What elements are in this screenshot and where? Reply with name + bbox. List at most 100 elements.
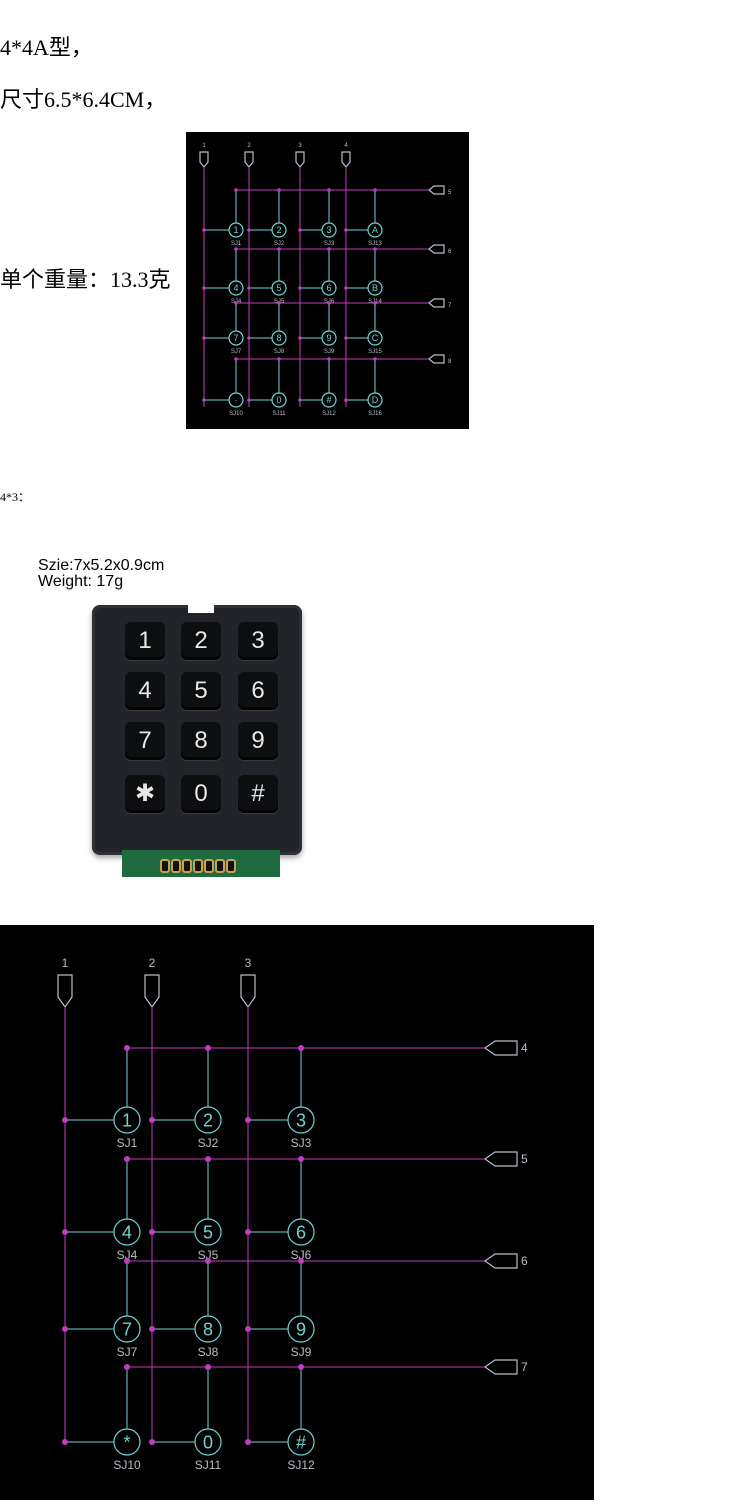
key-switch-SJ9: [287, 1315, 315, 1343]
key-glyph-5: 5: [276, 283, 281, 293]
junction-dot: [205, 1156, 211, 1162]
keypad-key: 6: [238, 672, 278, 710]
key-switch-SJ1: [113, 1106, 141, 1134]
junction-dot: [298, 1258, 304, 1264]
key-switch-SJ7: [113, 1315, 141, 1343]
junction-dot: [277, 357, 281, 361]
switch-label-SJ7: SJ7: [231, 349, 242, 355]
switch-label-SJ3: SJ3: [291, 1136, 312, 1150]
row-number-8: 8: [448, 359, 452, 365]
junction-dot: [327, 188, 331, 192]
row-number-7: 7: [448, 303, 452, 309]
junction-dot: [298, 286, 302, 290]
switch-label-SJ9: SJ9: [291, 1345, 312, 1359]
junction-dot: [234, 247, 238, 251]
keypad-notch: [188, 603, 214, 613]
key-glyph-5: 5: [203, 1222, 213, 1242]
junction-dot: [327, 357, 331, 361]
key-switch-SJ13: [367, 222, 383, 238]
junction-dot: [247, 398, 251, 402]
junction-dot: [298, 398, 302, 402]
junction-dot: [344, 228, 348, 232]
junction-dot: [62, 1117, 68, 1123]
keypad-key: 3: [238, 622, 278, 660]
key-glyph-D: D: [372, 395, 379, 405]
key-switch-SJ14: [367, 280, 383, 296]
connector-pin: [171, 859, 181, 873]
switch-label-SJ8: SJ8: [274, 349, 285, 355]
column-pin-4: [341, 151, 351, 168]
junction-dot: [277, 301, 281, 305]
key-switch-SJ10: [228, 392, 244, 408]
junction-dot: [234, 301, 238, 305]
switch-label-SJ9: SJ9: [324, 349, 335, 355]
column-pin-1: [57, 974, 73, 1009]
key-glyph-·: ·: [235, 395, 238, 405]
junction-dot: [298, 1156, 304, 1162]
column-number-1: 1: [202, 143, 206, 149]
key-glyph-6: 6: [326, 283, 331, 293]
row-number-6: 6: [448, 249, 452, 255]
junction-dot: [62, 1326, 68, 1332]
junction-dot: [205, 1364, 211, 1370]
size-label: Szie:7x5.2x0.9cm: [38, 557, 165, 574]
junction-dot: [247, 286, 251, 290]
key-glyph-B: B: [372, 283, 378, 293]
junction-dot: [373, 188, 377, 192]
junction-dot: [202, 286, 206, 290]
key-switch-SJ12: [287, 1428, 315, 1456]
column-number-2: 2: [247, 143, 251, 149]
connector-pin: [215, 859, 225, 873]
key-switch-SJ5: [194, 1218, 222, 1246]
weight-label: Weight: 17g: [38, 573, 124, 590]
key-switch-SJ2: [271, 222, 287, 238]
key-switch-SJ4: [113, 1218, 141, 1246]
key-glyph-3: 3: [296, 1110, 306, 1130]
column-number-2: 2: [149, 956, 156, 970]
key-glyph-2: 2: [276, 225, 281, 235]
key-switch-SJ6: [321, 280, 337, 296]
junction-dot: [245, 1439, 251, 1445]
junction-dot: [344, 398, 348, 402]
junction-dot: [327, 301, 331, 305]
switch-label-SJ10: SJ10: [113, 1458, 141, 1472]
junction-dot: [205, 1045, 211, 1051]
junction-dot: [344, 286, 348, 290]
key-switch-SJ10: [113, 1428, 141, 1456]
column-pin-2: [244, 151, 254, 168]
switch-label-SJ4: SJ4: [117, 1248, 138, 1262]
key-switch-SJ15: [367, 330, 383, 346]
keypad-key: ✱: [125, 775, 165, 813]
switch-label-SJ3: SJ3: [324, 241, 335, 247]
column-number-1: 1: [62, 956, 69, 970]
spec-type-4x3: 4*3：: [0, 490, 31, 504]
schematic-4x4: 123456781SJ12SJ23SJ3ASJ134SJ45SJ56SJ6BSJ…: [186, 132, 469, 429]
key-glyph-9: 9: [296, 1319, 306, 1339]
junction-dot: [298, 1045, 304, 1051]
spec-weight: 单个重量：13.3克: [0, 267, 171, 292]
switch-label-SJ15: SJ15: [368, 349, 382, 355]
switch-label-SJ1: SJ1: [231, 241, 242, 247]
key-glyph-8: 8: [276, 333, 281, 343]
junction-dot: [277, 188, 281, 192]
junction-dot: [149, 1229, 155, 1235]
row-number-5: 5: [521, 1152, 528, 1166]
key-switch-SJ9: [321, 330, 337, 346]
connector-pin: [204, 859, 214, 873]
spec-type-4x4: 4*4A型，: [0, 35, 93, 60]
row-pin-5: [428, 185, 445, 195]
junction-dot: [247, 336, 251, 340]
key-glyph-8: 8: [203, 1319, 213, 1339]
keypad-key: 8: [181, 722, 221, 760]
column-pin-1: [199, 151, 209, 168]
junction-dot: [124, 1045, 130, 1051]
row-number-6: 6: [521, 1254, 528, 1268]
key-switch-SJ2: [194, 1106, 222, 1134]
key-switch-SJ16: [367, 392, 383, 408]
junction-dot: [245, 1326, 251, 1332]
key-glyph-1: 1: [122, 1110, 132, 1130]
junction-dot: [373, 301, 377, 305]
key-glyph-7: 7: [233, 333, 238, 343]
key-glyph-0: 0: [276, 395, 281, 405]
